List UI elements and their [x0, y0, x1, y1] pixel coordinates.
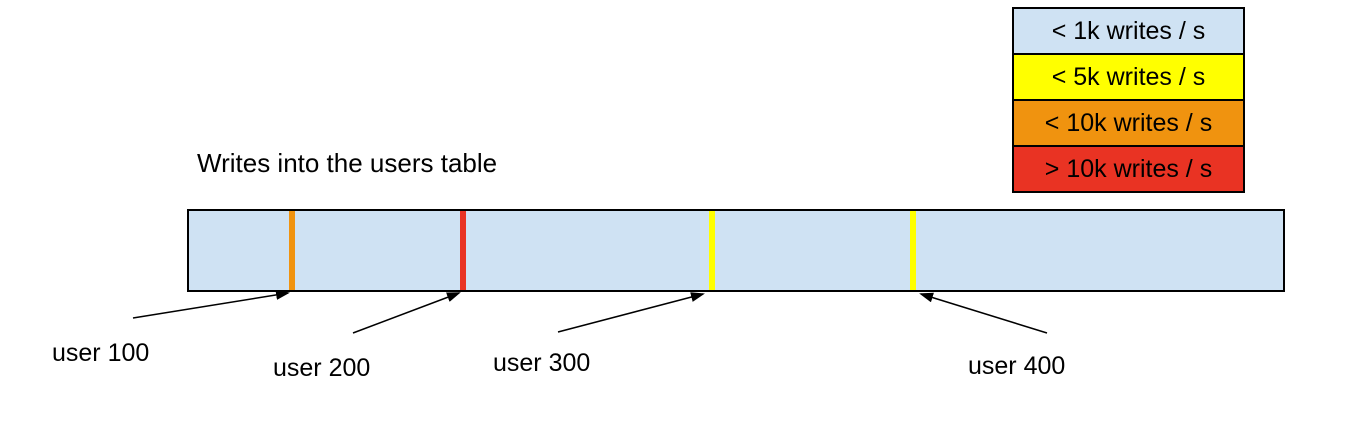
label-user-100: user 100 — [52, 339, 150, 367]
label-user-400: user 400 — [968, 352, 1066, 380]
users-table-bar — [187, 209, 1285, 292]
legend-item-gt-10k: > 10k writes / s — [1012, 145, 1245, 193]
legend-item-lt-5k: < 5k writes / s — [1012, 53, 1245, 101]
diagram-title: Writes into the users table — [197, 148, 498, 178]
arrow-user-400 — [919, 292, 1048, 334]
arrow-user-100 — [132, 289, 290, 319]
label-user-200: user 200 — [273, 354, 371, 382]
write-marker-user-300 — [709, 211, 715, 290]
legend: < 1k writes / s < 5k writes / s < 10k wr… — [1012, 7, 1245, 193]
write-marker-user-200 — [460, 211, 466, 290]
arrow-user-300 — [557, 292, 705, 333]
write-marker-user-400 — [910, 211, 916, 290]
arrow-user-200 — [352, 292, 461, 334]
legend-item-lt-1k: < 1k writes / s — [1012, 7, 1245, 55]
label-user-300: user 300 — [493, 349, 591, 377]
write-marker-user-100 — [289, 211, 295, 290]
legend-item-lt-10k: < 10k writes / s — [1012, 99, 1245, 147]
